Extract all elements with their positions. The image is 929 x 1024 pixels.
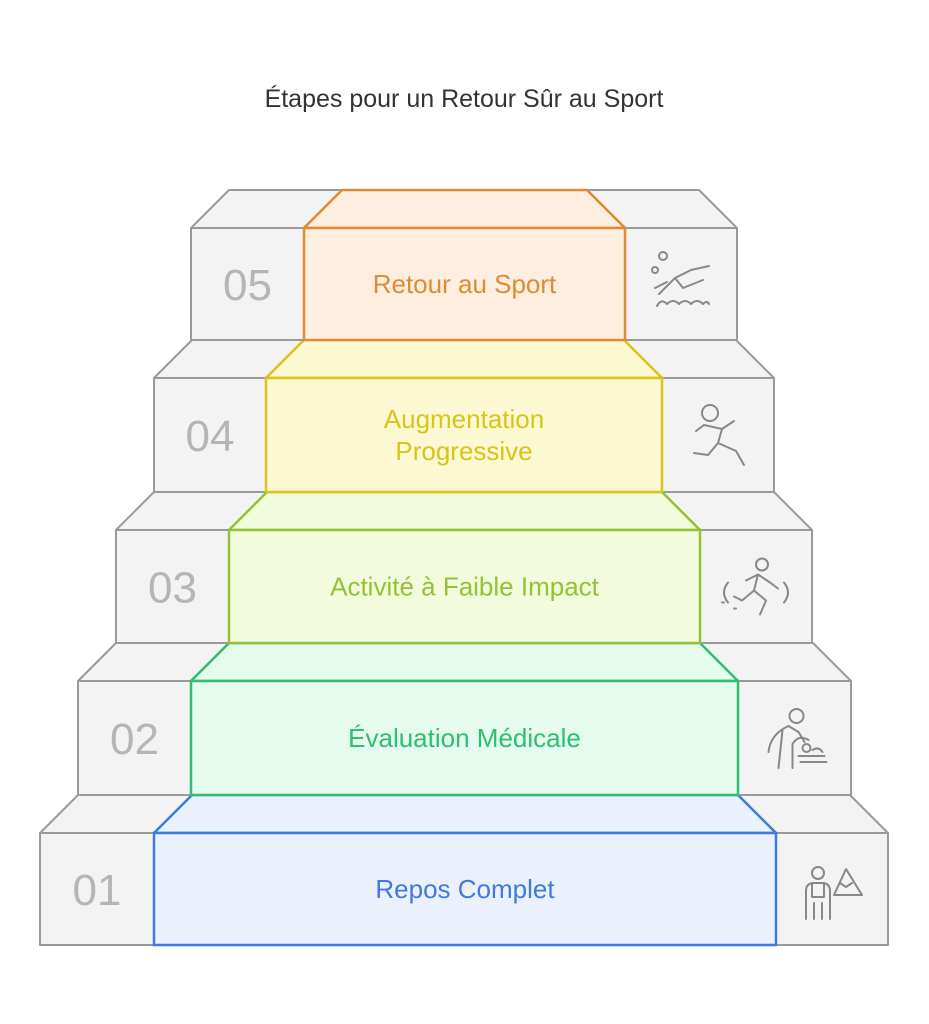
step-label: Repos Complet	[375, 874, 555, 904]
step-02: 02 Évaluation Médicale	[77, 641, 852, 797]
step-center-top	[152, 793, 778, 835]
step-center-top	[302, 188, 627, 230]
step-right-face	[661, 377, 775, 493]
step-label: Activité à Faible Impact	[330, 572, 600, 602]
step-03: 03 Activité à Faible Impact	[115, 490, 813, 645]
step-label: Retour au Sport	[373, 269, 557, 299]
step-center-top	[227, 490, 702, 532]
doctor-patient-icon	[767, 708, 828, 769]
swimming-icon	[651, 251, 710, 307]
step-left-face	[77, 680, 192, 796]
step-center-top	[189, 641, 740, 683]
step-center-face	[227, 528, 702, 645]
person-mountain-icon	[805, 866, 863, 920]
step-center-face	[189, 679, 740, 797]
step-number: 03	[148, 564, 197, 613]
diagram-title: Étapes pour un Retour Sûr au Sport	[265, 84, 664, 113]
running-icon	[693, 404, 745, 466]
step-label: Progressive	[395, 436, 532, 466]
step-label: Augmentation	[384, 404, 544, 434]
step-number: 04	[186, 412, 235, 461]
step-center-face	[152, 831, 778, 947]
step-05: 05 Retour au Sport	[190, 188, 738, 342]
steps-layer: 01 Repos Complet 02 Évaluation Médicale 03…	[39, 188, 889, 947]
step-left-face	[153, 377, 267, 493]
step-number: 05	[223, 261, 272, 310]
step-label: Évaluation Médicale	[348, 723, 581, 753]
step-right-face	[737, 680, 852, 796]
step-center-top	[264, 338, 664, 380]
step-left-face	[39, 832, 155, 946]
step-right-face	[775, 832, 889, 946]
step-number: 01	[73, 866, 122, 915]
step-center-face	[302, 226, 627, 342]
step-number: 02	[110, 715, 159, 764]
step-left-face	[115, 529, 230, 644]
jogging-icon	[721, 557, 789, 616]
step-center-face	[264, 376, 664, 494]
step-01: 01 Repos Complet	[39, 793, 889, 947]
